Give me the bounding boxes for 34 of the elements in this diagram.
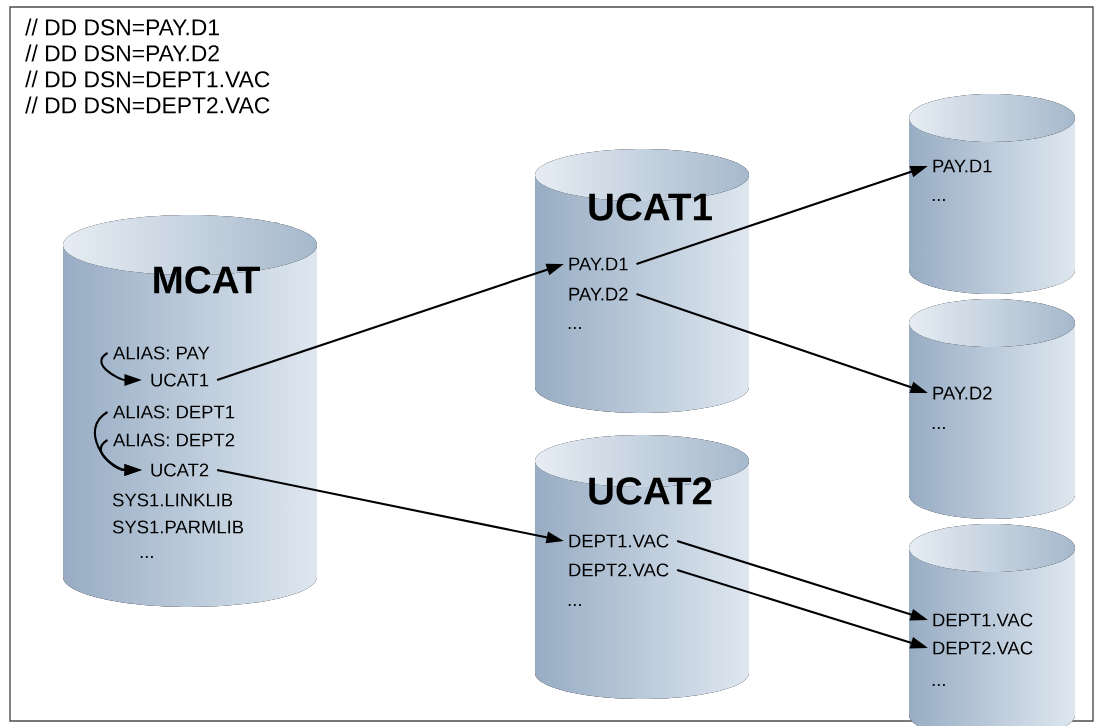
cylinder: [909, 94, 1075, 294]
code-line: // DD DSN=PAY.D1: [25, 18, 219, 36]
entry-text: ALIAS: DEPT1: [113, 405, 235, 419]
entry-text: SYS1.PARMLIB: [112, 520, 244, 534]
entry-text: ...: [140, 556, 153, 558]
cylinder-title: UCAT2: [589, 477, 712, 505]
entry-text: DEPT1.VAC: [569, 534, 669, 548]
cylinder: [535, 149, 749, 413]
cylinder: [535, 435, 749, 699]
entry-text: ...: [932, 684, 945, 686]
entry-text: PAY.D2: [933, 386, 992, 400]
entry-text: DEPT2.VAC: [933, 641, 1033, 655]
entry-text: ...: [568, 327, 581, 329]
entry-text: PAY.D2: [569, 287, 628, 301]
entry-text: ...: [932, 199, 945, 201]
entry-text: UCAT2: [151, 463, 209, 477]
cylinder-title: MCAT: [154, 266, 260, 294]
entry-text: DEPT1.VAC: [933, 613, 1033, 627]
entry-text: PAY.D1: [933, 159, 992, 173]
entry-text: ...: [932, 427, 945, 429]
entry-text: DEPT2.VAC: [569, 563, 669, 577]
cylinder: [909, 524, 1075, 726]
cylinder: [63, 215, 317, 607]
code-line: // DD DSN=PAY.D2: [25, 44, 219, 62]
code-line: // DD DSN=DEPT1.VAC: [25, 70, 270, 88]
cylinder-title: UCAT1: [589, 193, 712, 221]
entry-text: PAY.D1: [569, 257, 628, 271]
code-line: // DD DSN=DEPT2.VAC: [25, 96, 270, 114]
entry-text: UCAT1: [151, 373, 209, 387]
entry-text: ...: [568, 604, 581, 606]
cylinder: [909, 299, 1075, 519]
entry-text: SYS1.LINKLIB: [112, 493, 233, 507]
entry-text: ALIAS: DEPT2: [113, 433, 235, 447]
entry-text: ALIAS: PAY: [113, 346, 210, 360]
